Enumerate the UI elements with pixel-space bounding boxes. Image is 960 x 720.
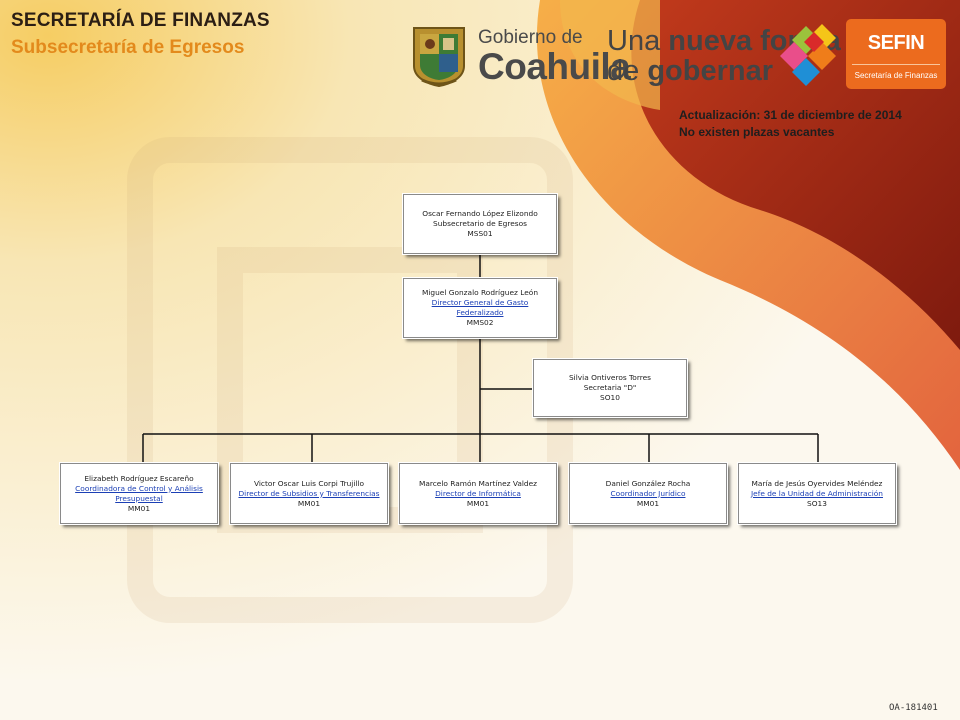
node-name: Miguel Gonzalo Rodríguez León <box>421 288 539 297</box>
gobierno-label: Gobierno de <box>478 27 583 48</box>
org-node-subordinate: Marcelo Ramón Martínez Valdez Director d… <box>398 462 558 525</box>
node-code: MM01 <box>127 503 151 513</box>
sefin-logo: SEFIN Secretaría de Finanzas <box>846 19 946 89</box>
node-code: MM01 <box>636 498 660 508</box>
slogan-una: Una <box>607 25 669 57</box>
node-name: Oscar Fernando López Elizondo <box>422 209 538 218</box>
node-code: MMS02 <box>466 318 494 327</box>
node-name: Victor Oscar Luis Corpi Trujillo <box>253 478 365 488</box>
org-node-subordinate: Daniel González Rocha Coordinador Jurídi… <box>568 462 728 525</box>
update-date: Actualización: 31 de diciembre de 2014 <box>679 108 902 122</box>
node-position-link[interactable]: Director de Informática <box>435 488 521 498</box>
node-position-link[interactable]: Director General de Gasto Federalizado <box>431 298 529 317</box>
node-code: MM01 <box>466 498 490 508</box>
node-name: Silvia Ontiveros Torres <box>568 373 652 382</box>
node-name: Daniel González Rocha <box>605 478 691 488</box>
page-subtitle: Subsecretaría de Egresos <box>11 37 245 58</box>
org-node-subordinate: Elizabeth Rodríguez Escareño Coordinador… <box>59 462 219 525</box>
node-position-link[interactable]: Coordinador Jurídico <box>610 488 686 498</box>
sefin-divider <box>852 64 940 65</box>
org-node-subordinate: María de Jesús Oyervides Meléndez Jefe d… <box>737 462 897 525</box>
gobierno-coahuila-logo: Gobierno de Coahuila <box>478 27 631 87</box>
org-node-subsecretario: Oscar Fernando López Elizondo Subsecreta… <box>402 193 558 255</box>
slogan-de: de <box>607 55 648 87</box>
org-node-subordinate: Victor Oscar Luis Corpi Trujillo Directo… <box>229 462 389 525</box>
node-position-link[interactable]: Jefe de la Unidad de Administración <box>751 488 883 498</box>
node-name: Marcelo Ramón Martínez Valdez <box>418 478 538 488</box>
vacancy-note: No existen plazas vacantes <box>679 125 835 139</box>
coahuila-seal-icon <box>413 27 465 88</box>
org-node-director-general: Miguel Gonzalo Rodríguez León Director G… <box>402 277 558 339</box>
page-title: SECRETARÍA DE FINANZAS <box>11 10 270 31</box>
sefin-subtitle: Secretaría de Finanzas <box>854 71 938 80</box>
org-node-secretaria: Silvia Ontiveros Torres Secretaria "D" S… <box>532 358 688 418</box>
coahuila-label: Coahuila <box>478 46 631 87</box>
node-position-link[interactable]: Coordinadora de Control y Análisis Presu… <box>75 483 203 503</box>
slogan-gobernar: gobernar <box>647 55 774 87</box>
sefin-title: SEFIN <box>867 32 925 54</box>
node-code: MSS01 <box>467 229 493 238</box>
node-position: Secretaria "D" <box>583 383 637 392</box>
node-position: Subsecretario de Egresos <box>433 219 527 228</box>
node-name: Elizabeth Rodríguez Escareño <box>84 473 194 483</box>
node-code: SO10 <box>600 393 620 402</box>
pinwheel-icon <box>780 24 836 86</box>
update-note: Actualización: 31 de diciembre de 2014 N… <box>679 107 902 141</box>
document-code: OA-181401 <box>889 703 938 713</box>
node-name: María de Jesús Oyervides Meléndez <box>751 478 883 488</box>
node-code: MM01 <box>297 498 321 508</box>
node-code: SO13 <box>807 498 827 508</box>
node-position-link[interactable]: Director de Subsidios y Transferencias <box>238 488 380 498</box>
